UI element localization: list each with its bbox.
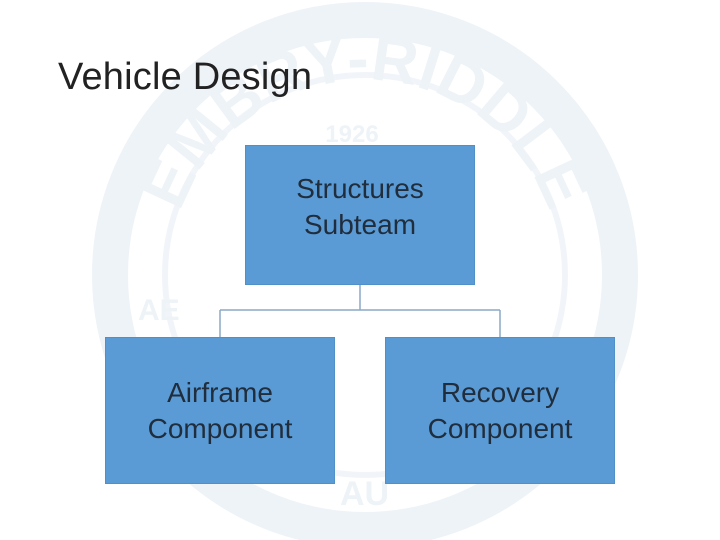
- slide-title: Vehicle Design: [58, 56, 313, 98]
- recovery-component-box: Recovery Component: [385, 337, 615, 484]
- seal-year: 1926: [325, 121, 378, 148]
- seal-fragment-bottom: AU: [340, 475, 389, 513]
- structures-subteam-box: Structures Subteam: [245, 145, 475, 285]
- airframe-component-box: Airframe Component: [105, 337, 335, 484]
- seal-fragment-left: AE: [138, 294, 180, 327]
